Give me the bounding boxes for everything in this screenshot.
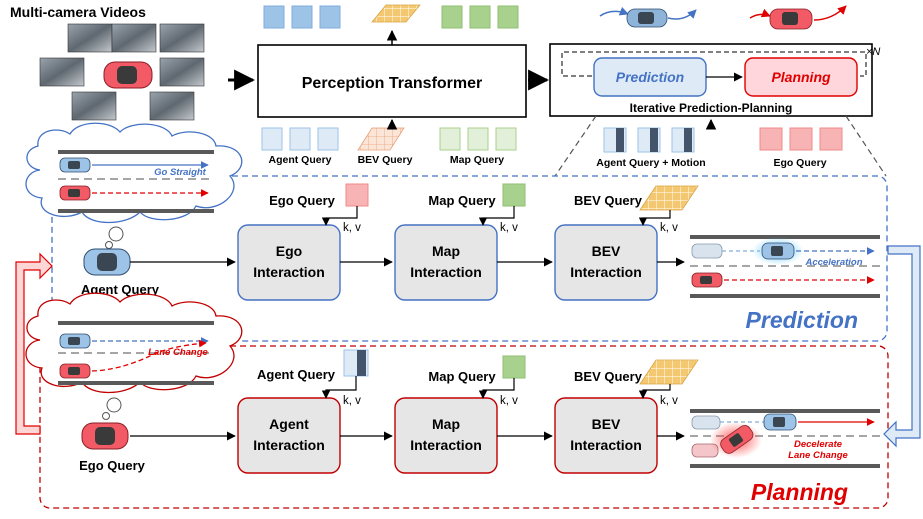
plan-module-map: Map Interaction <box>394 397 498 474</box>
lane-change-label: Lane Change <box>148 347 208 358</box>
pred-kv-1: k, v <box>343 222 361 234</box>
pred-kv-arrow-1 <box>321 206 358 226</box>
svg-text:Interaction: Interaction <box>410 437 482 453</box>
svg-text:Interaction: Interaction <box>410 264 482 280</box>
ego-query-top-label: Ego Query <box>773 157 826 169</box>
plan-kv-arrow-2 <box>478 378 515 399</box>
pred-kv-3: k, v <box>660 222 678 234</box>
pred-map-token <box>502 183 526 207</box>
agent-query-top-label: Agent Query <box>268 154 331 166</box>
plan-agent-token <box>343 349 369 377</box>
plan-kv-3: k, v <box>660 395 678 407</box>
agent-motion-tokens <box>603 127 695 153</box>
prediction-mini-label: Prediction <box>616 69 684 85</box>
lane-change-2-label: Lane Change <box>788 450 848 461</box>
zoom-line-right <box>845 115 887 177</box>
plan-map-token <box>502 355 526 379</box>
pred-module-ego: Ego Interaction <box>237 224 341 301</box>
pred-module-bev: BEV Interaction <box>554 224 658 301</box>
svg-text:Interaction: Interaction <box>570 264 642 280</box>
pred-query-2-label: Map Query <box>428 193 496 208</box>
map-query-top-label: Map Query <box>450 154 504 166</box>
perception-transformer-box <box>257 44 527 118</box>
svg-text:Ego: Ego <box>276 243 302 259</box>
output-agent-tokens <box>263 5 341 29</box>
times-n-label: ×N <box>866 46 880 58</box>
perception-label: Perception Transformer <box>302 75 483 92</box>
agent-query-motion-label: Agent Query + Motion <box>596 157 705 169</box>
iteration-loop <box>561 51 867 77</box>
pred-ego-token <box>345 183 369 207</box>
pred-to-plan-feedback-arrow <box>883 245 921 448</box>
agent-query-car-icon <box>83 226 131 276</box>
output-map-tokens <box>441 5 519 29</box>
pred-kv-arrow-2 <box>478 206 515 226</box>
planning-mini-box <box>744 57 858 97</box>
plan-kv-1: k, v <box>343 395 361 407</box>
svg-text:Map: Map <box>432 416 460 432</box>
ego-car-icon <box>103 61 153 89</box>
planning-mini-label: Planning <box>771 69 831 85</box>
pred-result-scene <box>690 235 880 298</box>
ego-query-label: Ego Query <box>79 458 146 473</box>
plan-result-scene <box>690 409 880 468</box>
plan-to-pred-feedback-arrow <box>15 252 53 435</box>
svg-text:BEV: BEV <box>592 243 621 259</box>
zoom-line-left <box>554 115 597 177</box>
planning-section-title: Planning <box>751 479 848 505</box>
input-map-tokens <box>439 127 517 151</box>
ego-query-tokens <box>759 127 843 151</box>
prediction-section <box>51 175 888 342</box>
plan-kv-2: k, v <box>500 395 518 407</box>
plan-module-agent: Agent Interaction <box>237 397 341 474</box>
pred-module-map: Map Interaction <box>394 224 498 301</box>
plan-bev-token <box>639 359 699 385</box>
iterative-label: Iterative Prediction-Planning <box>630 101 793 115</box>
plan-query-2-label: Map Query <box>428 369 496 384</box>
pred-query-1-label: Ego Query <box>269 193 336 208</box>
planned-ego-car <box>749 5 847 30</box>
predicted-agent-car <box>599 6 697 28</box>
prediction-section-title: Prediction <box>746 307 858 333</box>
videos-label: Multi-camera Videos <box>10 4 146 20</box>
svg-text:Agent: Agent <box>269 416 309 432</box>
bev-query-top-label: BEV Query <box>358 154 413 166</box>
svg-text:Interaction: Interaction <box>253 264 325 280</box>
plan-query-3-label: BEV Query <box>574 369 643 384</box>
go-straight-label: Go Straight <box>154 167 207 178</box>
plan-kv-arrow-1 <box>321 376 357 399</box>
plan-module-bev: BEV Interaction <box>554 397 658 474</box>
svg-text:BEV: BEV <box>592 416 621 432</box>
pred-kv-arrow-3 <box>638 210 671 226</box>
camera-images <box>39 23 205 121</box>
input-bev-token <box>357 127 405 151</box>
acceleration-label: Acceleration <box>804 257 862 268</box>
ego-query-car-icon <box>81 397 129 450</box>
plan-kv-arrow-3 <box>638 384 671 399</box>
lane-change-cloud <box>25 292 243 394</box>
decelerate-label: Decelerate <box>794 439 843 450</box>
pred-kv-2: k, v <box>500 222 518 234</box>
output-bev-token <box>371 4 421 23</box>
pred-query-3-label: BEV Query <box>574 193 643 208</box>
svg-text:Interaction: Interaction <box>570 437 642 453</box>
svg-text:Interaction: Interaction <box>253 437 325 453</box>
go-straight-cloud <box>25 122 243 224</box>
svg-text:Map: Map <box>432 243 460 259</box>
pred-bev-token <box>639 185 699 211</box>
input-agent-tokens <box>261 127 339 151</box>
plan-query-1-label: Agent Query <box>257 367 336 382</box>
